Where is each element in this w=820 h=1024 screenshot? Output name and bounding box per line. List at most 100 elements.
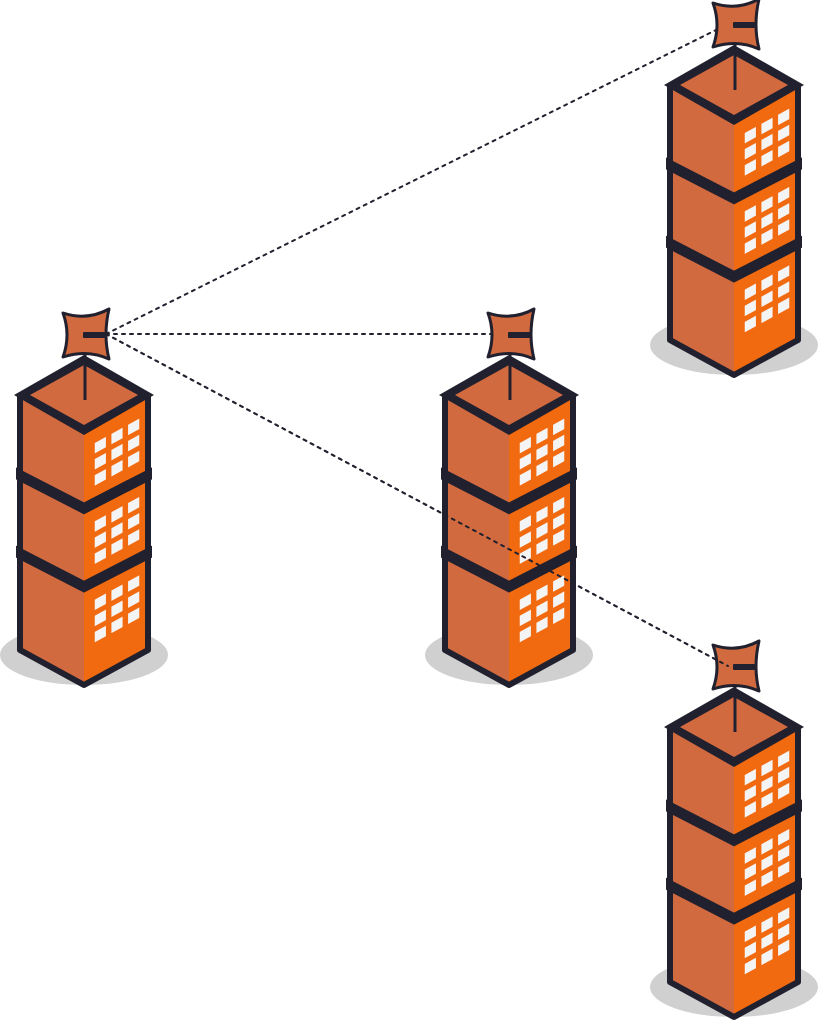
window-pane [126,510,141,533]
window-pane [109,535,125,558]
window-pane [126,416,141,438]
window-pane [759,225,775,248]
window-pane [551,494,566,517]
window-pane [518,466,533,489]
building-outline [667,727,801,1020]
window-pane [93,466,108,489]
window-grid [743,904,791,977]
window-pane [759,193,775,216]
window-pane [759,773,775,795]
window-pane [551,526,566,549]
antenna-emitter [83,332,105,338]
window-pane [126,494,141,517]
window-pane [759,209,775,232]
window-pane [109,457,125,480]
window-pane [743,860,758,883]
window-pane [518,512,533,535]
antenna-icon [711,639,761,732]
tower-b [425,307,593,688]
floor-band [666,157,802,205]
window-pane [743,218,758,241]
window-pane [93,512,108,535]
building-icon [664,45,804,378]
window-pane [534,425,550,447]
window-pane [93,607,108,629]
window-pane [776,780,791,802]
window-pane [518,623,533,645]
window-pane [743,923,758,945]
facade-left [670,727,734,1017]
building-icon [439,355,579,688]
building-outline [17,395,151,688]
window-pane [126,526,141,549]
window-pane [93,591,108,613]
window-pane [109,581,125,604]
antenna-emitter [733,22,755,28]
window-pane [551,416,566,438]
window-pane [534,503,550,526]
window-pane [126,588,141,611]
window-pane [743,202,758,225]
window-pane [776,936,791,959]
building-icon [664,687,804,1020]
window-pane [126,604,141,627]
window-pane [126,572,141,595]
window-pane [759,115,775,137]
floor-band [16,467,152,515]
window-pane [776,748,791,770]
window-pane [759,304,775,326]
building-outline [442,395,576,688]
window-pane [518,607,533,629]
window-pane [93,434,108,456]
window-pane [759,851,775,874]
window-pane [743,955,758,977]
window-pane [776,122,791,144]
window-pane [551,448,566,470]
window-pane [93,544,108,567]
window-pane [109,598,125,620]
window-grid [743,748,791,821]
links-layer [105,23,729,667]
window-pane [518,528,533,551]
window-pane [109,519,125,542]
window-pane [759,946,775,968]
window-pane [109,441,125,463]
window-pane [109,503,125,526]
window-grid [743,826,791,899]
tower-d [650,639,818,1020]
window-pane [759,131,775,153]
window-pane [776,904,791,927]
floor-band [666,877,802,925]
window-pane [776,294,791,317]
window-pane [518,450,533,473]
window-pane [776,858,791,881]
window-pane [776,826,791,849]
window-pane [776,842,791,865]
window-pane [534,614,550,636]
window-pane [759,789,775,812]
window-pane [518,591,533,613]
link-tower-a-tower-c [105,23,729,335]
window-pane [126,448,141,470]
window-pane [776,138,791,160]
window-pane [126,432,141,454]
window-grid [93,416,141,489]
window-pane [109,614,125,636]
window-grid [93,494,141,567]
window-pane [534,581,550,604]
window-pane [743,281,758,303]
window-pane [759,757,775,779]
facade-left [445,395,509,685]
window-pane [759,913,775,936]
tower-c [650,0,818,378]
window-pane [743,766,758,788]
antenna-emitter [508,332,530,338]
window-pane [743,234,758,257]
window-pane [776,184,791,207]
window-grid [518,572,566,645]
floor-band [666,799,802,847]
window-pane [743,156,758,179]
window-pane [93,528,108,551]
floor-band [441,467,577,515]
floor-band [441,545,577,593]
